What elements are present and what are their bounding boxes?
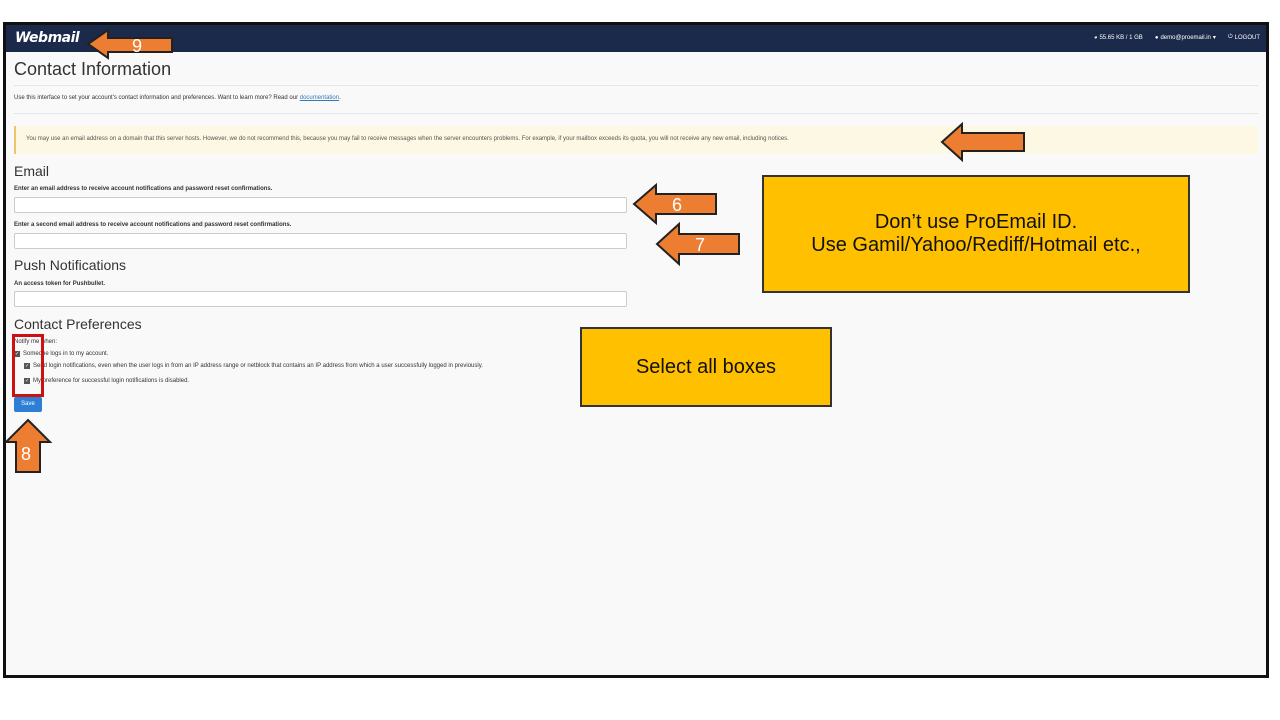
email-label-2: Enter a second email address to receive … [14,222,292,228]
email-field-1[interactable] [14,197,627,213]
pushbullet-token-field[interactable] [14,291,627,307]
email-instruction-callout: Don’t use ProEmail ID. Use Gamil/Yahoo/R… [762,175,1190,293]
step-8-number: 8 [21,444,31,464]
intro-end: . [339,95,341,101]
email-field-2[interactable] [14,233,627,249]
checkbox-pref-disabled[interactable]: ✓ [24,378,30,384]
step-6-arrow: 6 [632,183,717,225]
disk-usage: ◕ 55.65 KB / 1 GB [1094,35,1143,41]
top-right-menu: ◕ 55.65 KB / 1 GB ● demo@proemail.in ▾ ⏻… [1094,34,1260,41]
step-9-arrow: 9 [86,28,173,60]
chevron-down-icon: ▾ [1212,35,1216,41]
checkbox-send-login-notify[interactable]: ✓ [24,363,30,369]
page-intro: Use this interface to set your account's… [14,95,341,101]
pref-option-2-label: Send login notifications, even when the … [33,363,483,369]
logout-label: LOGOUT [1234,34,1260,41]
pie-chart-icon: ◕ [1093,34,1098,41]
disk-usage-label: 55.65 KB / 1 GB [1099,34,1143,41]
contact-prefs-title: Contact Preferences [14,316,142,332]
email-label-1: Enter an email address to receive accoun… [14,186,273,192]
pref-option-3-label: My preference for successful login notif… [33,378,190,384]
select-boxes-callout: Select all boxes [580,327,832,407]
email-section-title: Email [14,163,50,179]
pref-option-2[interactable]: ✓ Send login notifications, even when th… [24,363,483,369]
email-callout-line2: Use Gamil/Yahoo/Rediff/Hotmail etc., [811,234,1141,256]
title-divider [14,85,1258,86]
browser-frame: Webmail ◕ 55.65 KB / 1 GB ● demo@proemai… [3,22,1269,678]
top-navbar: Webmail ◕ 55.65 KB / 1 GB ● demo@proemai… [6,25,1266,52]
documentation-link[interactable]: documentation [299,95,340,101]
warning-alert: You may use an email address on a domain… [14,126,1258,154]
logout-link[interactable]: ⏻ LOGOUT [1228,34,1260,41]
intro-divider [14,113,1258,114]
step-7-arrow: 7 [655,222,740,266]
step-9-number: 9 [132,36,142,56]
step-6-number: 6 [672,195,682,215]
user-menu[interactable]: ● demo@proemail.in ▾ [1154,34,1216,42]
pushbullet-label: An access token for Pushbullet. [14,281,106,287]
logout-icon: ⏻ [1227,34,1233,40]
webmail-logo[interactable]: Webmail [15,30,80,46]
checkbox-highlight-box [12,334,44,397]
pref-option-3[interactable]: ✓ My preference for successful login not… [24,378,189,384]
intro-text: Use this interface to set your account's… [14,95,299,101]
email-callout-line1: Don’t use ProEmail ID. [874,211,1078,233]
step-8-arrow: 8 [4,418,53,473]
user-icon: ● [1154,34,1159,41]
pref-option-1-label: Someone logs in to my account. [23,351,109,357]
step-7-number: 7 [695,235,705,255]
notify-label: Notify me when: [14,339,58,345]
user-email: demo@proemail.in [1160,34,1211,41]
push-section-title: Push Notifications [14,257,127,273]
warning-arrow [940,122,1025,162]
boxes-callout-text: Select all boxes [635,355,777,378]
save-button[interactable]: Save [14,397,42,412]
page-title: Contact Information [14,59,172,79]
